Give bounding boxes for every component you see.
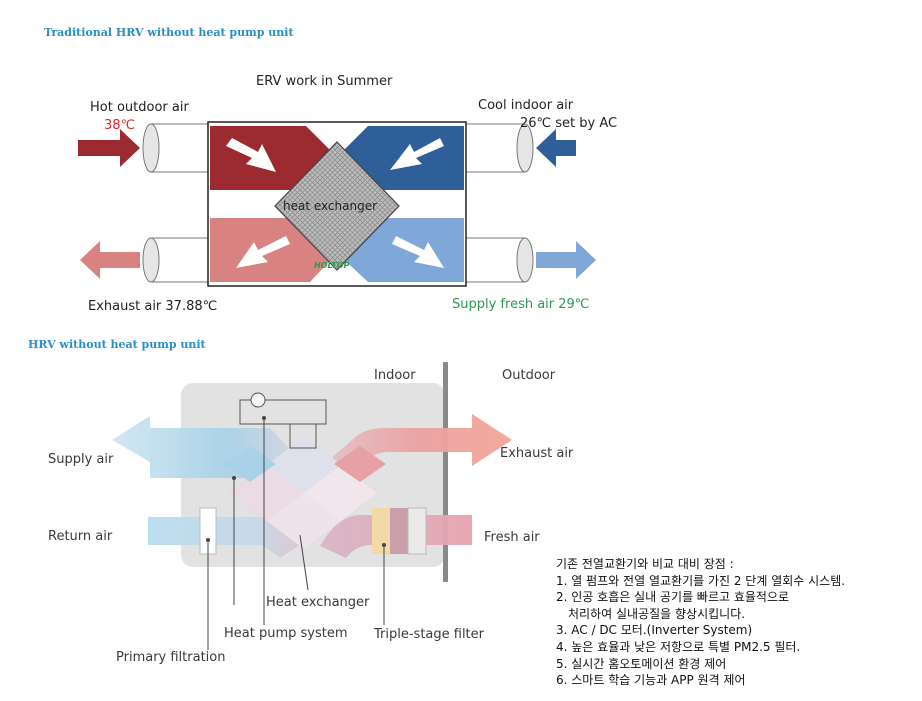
- indoor-label: Indoor: [374, 368, 416, 383]
- leader-dots: [206, 416, 386, 547]
- exhaust-arrow: [80, 241, 140, 279]
- return-air-flow: [148, 517, 300, 558]
- notes-item: 처리하여 실내공질을 향상시킵니다.: [568, 606, 746, 621]
- leader-lines: [207, 418, 385, 650]
- cool-indoor-label: Cool indoor air: [478, 98, 574, 113]
- erv-summer-diagram: [78, 121, 596, 287]
- notes-item: 3. AC / DC 모터.(Inverter System): [556, 623, 753, 638]
- inner-arrow-exhaust: [236, 236, 290, 268]
- supply-fresh-label: Supply fresh air 29℃: [452, 297, 590, 312]
- cool-temp-label: 26℃ set by AC: [520, 116, 618, 131]
- duct-top-left: [150, 123, 210, 173]
- heat-exchanger-core-label: heat exchanger: [283, 199, 378, 213]
- triple-stage-filter-label: Triple-stage filter: [374, 627, 484, 642]
- heat-exchanger-core-2: [224, 436, 386, 550]
- notes-item: 5. 실시간 홈오토메이션 환경 제어: [556, 656, 727, 671]
- heat-pump-system-label: Heat pump system: [224, 626, 348, 641]
- section2-heading: HRV without heat pump unit: [28, 338, 206, 351]
- duct-bottom-right: [466, 237, 525, 283]
- exhaust-air-label: Exhaust air 37.88℃: [88, 299, 218, 314]
- hot-temp-label: 38℃: [104, 118, 136, 133]
- duct-cap-bottom-right: [516, 237, 534, 283]
- supply-fresh-arrow: [536, 241, 596, 279]
- exhaust-air-label-2: Exhaust air: [500, 446, 574, 461]
- heat-exchanger-core: [274, 141, 400, 271]
- notes-item: 1. 열 펌프와 전열 열교환기를 가진 2 단계 열회수 시스템.: [556, 573, 846, 588]
- heat-pump-schematic: [239, 392, 327, 449]
- erv-title: ERV work in Summer: [256, 74, 393, 89]
- holtop-logo: HOLTOP: [314, 261, 350, 270]
- notes-item: 2. 인공 호흡은 실내 공기를 빠르고 효율적으로: [556, 590, 790, 605]
- hot-outdoor-label: Hot outdoor air: [90, 100, 189, 115]
- inner-arrow-cool: [390, 138, 444, 170]
- section1-heading: Traditional HRV without heat pump unit: [44, 26, 294, 39]
- outdoor-label: Outdoor: [502, 368, 556, 383]
- heat-exchanger-label: Heat exchanger: [266, 595, 370, 610]
- exhaust-air-arrow: [318, 414, 512, 486]
- triple-filter-3: [407, 507, 427, 555]
- inner-arrow-supply: [392, 236, 444, 268]
- duct-top-right: [466, 123, 525, 173]
- triple-filter-2: [390, 508, 408, 554]
- cool-indoor-arrow: [536, 129, 576, 167]
- hot-outdoor-arrow: [78, 129, 140, 167]
- advantages-notes: 기존 전열교환기와 비교 대비 장점 : 1. 열 펌프와 전열 열교환기를 가…: [556, 556, 845, 689]
- fresh-air-label: Fresh air: [484, 530, 540, 545]
- duct-bottom-left: [150, 237, 210, 283]
- notes-title: 기존 전열교환기와 비교 대비 장점 :: [556, 557, 734, 571]
- duct-cap-bottom-left: [142, 237, 160, 283]
- notes-item: 4. 높은 효율과 낮은 저항으로 특별 PM2.5 필터.: [556, 639, 801, 654]
- primary-filtration-label: Primary filtration: [116, 650, 226, 665]
- duct-cap-top-right: [516, 123, 534, 173]
- supply-air-label: Supply air: [48, 452, 114, 467]
- inner-arrow-hot: [226, 138, 276, 172]
- return-air-label: Return air: [48, 529, 113, 544]
- wall-divider: [443, 362, 448, 582]
- triple-filter-1: [372, 508, 390, 554]
- notes-item: 6. 스마트 학습 기능과 APP 원격 제어: [556, 673, 746, 688]
- duct-cap-top-left: [142, 123, 160, 173]
